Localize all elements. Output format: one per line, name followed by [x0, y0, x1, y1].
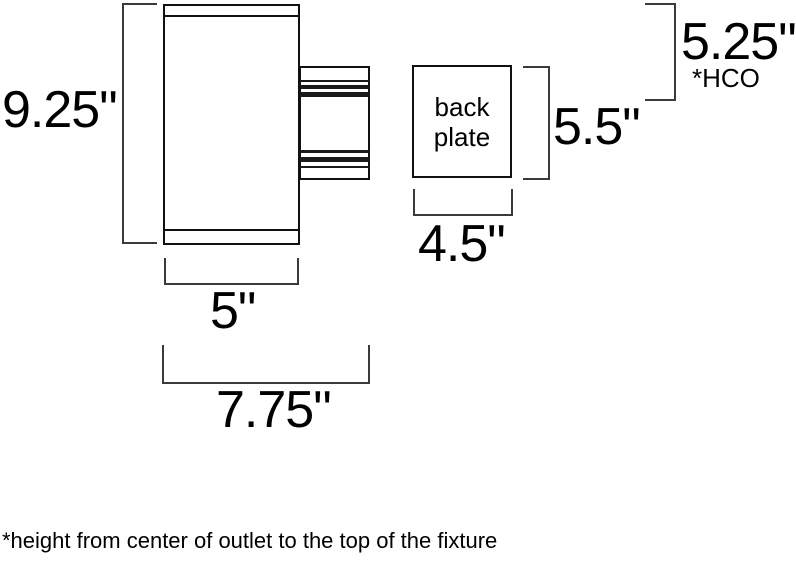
hco-tag-label: *HCO [692, 63, 760, 93]
dim-label-hco-height: 5.25" [681, 13, 796, 71]
arm-ridge-line [300, 150, 369, 153]
dim-label-body-diameter: 5" [210, 282, 256, 340]
fixture-bottom-cap-line [163, 229, 300, 231]
arm-ridge-line [300, 80, 369, 82]
dim-bracket-body-diameter [164, 258, 299, 285]
arm-ridge-line [300, 166, 369, 168]
dim-label-back-plate-height: 5.5" [553, 98, 641, 156]
back-plate-label: back plate [433, 91, 491, 152]
dim-bracket-overall-depth [162, 345, 370, 384]
dim-label-overall-height: 9.25" [2, 81, 118, 139]
fixture-top-cap-line [163, 15, 300, 17]
mounting-arm-outline [299, 66, 370, 180]
back-plate-outline: back plate [412, 65, 512, 178]
dim-label-back-plate-width: 4.5" [418, 215, 506, 273]
hco-footnote: *height from center of outlet to the top… [2, 528, 498, 553]
dim-bracket-hco-height [645, 3, 676, 101]
fixture-body-outline [163, 4, 300, 245]
dim-bracket-overall-height [122, 3, 157, 244]
dim-bracket-back-plate-width [413, 189, 513, 216]
arm-ridge-line [300, 157, 369, 162]
arm-ridge-line [300, 92, 369, 97]
dim-label-overall-depth: 7.75" [216, 381, 332, 439]
dim-bracket-back-plate-height [523, 66, 550, 180]
arm-ridge-line [300, 85, 369, 89]
